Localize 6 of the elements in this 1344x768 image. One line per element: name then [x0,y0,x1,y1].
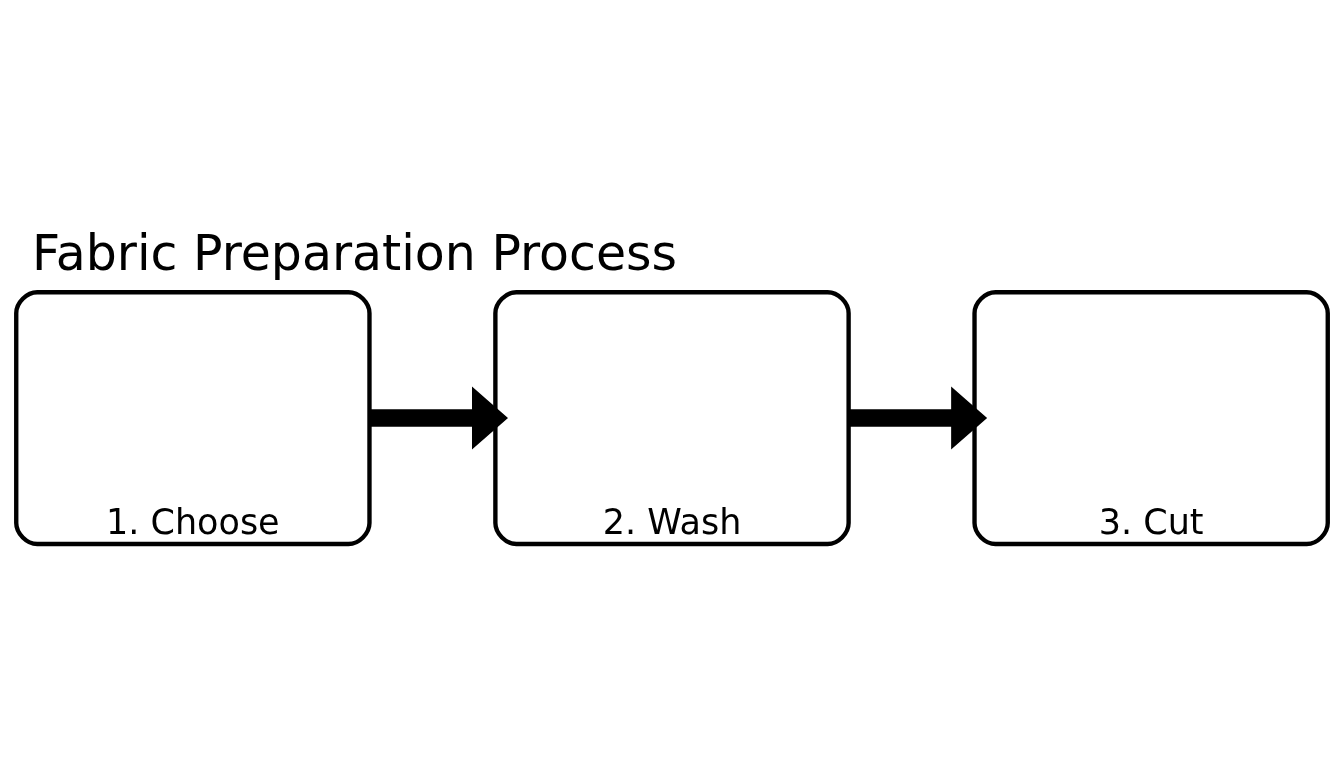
diagram-title: Fabric Preparation Process [32,225,678,283]
node-box: 2. Wash [493,290,851,547]
node-box: 1. Choose [14,290,372,547]
arrow [369,386,509,450]
node-box: 3. Cut [972,290,1330,547]
arrow [848,386,988,450]
